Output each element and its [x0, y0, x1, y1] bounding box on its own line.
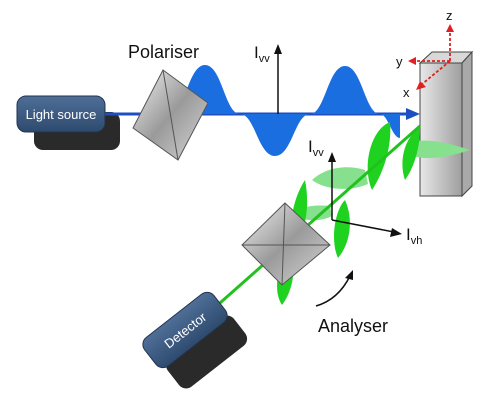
sample-cuvette — [418, 50, 474, 198]
ivv-top-arrowhead — [274, 44, 282, 54]
ivh-label: Ivh — [406, 225, 422, 247]
detector: Detector — [142, 291, 248, 389]
light-source-label: Light source — [26, 107, 97, 122]
axis-y-label: y — [396, 54, 403, 69]
axis-z-arrow — [446, 24, 454, 32]
emitted-beam — [211, 124, 421, 312]
analyser-rotation-arrowhead — [345, 270, 353, 280]
detector-box — [142, 291, 228, 369]
lab-axes: z y x — [396, 8, 454, 100]
cuvette-side — [461, 50, 473, 198]
axis-x-arrow — [416, 81, 426, 90]
analyser-diagonal-1 — [281, 202, 286, 286]
polariser-label: Polariser — [128, 42, 199, 62]
polariser — [132, 69, 209, 161]
ivv-top-label: Ivv — [254, 43, 270, 65]
emitted-wave-horizontal — [290, 140, 470, 221]
incident-wave — [170, 65, 400, 156]
ivh-arrowhead — [390, 228, 402, 237]
analyser-label: Analyser — [318, 316, 388, 336]
analyser — [241, 202, 331, 286]
ivv-right-label: Ivv — [308, 137, 324, 159]
emitted-wave-vertical — [277, 122, 420, 305]
polariser-diagonal — [162, 69, 179, 161]
axis-x-line — [420, 60, 451, 86]
light-source: Light source — [16, 95, 120, 150]
axis-x-label: x — [403, 85, 410, 100]
incident-beam-arrowhead — [406, 108, 420, 120]
detector-shadow — [165, 315, 248, 389]
analyser-rotation-arrow — [315, 275, 351, 307]
axis-y-arrow — [408, 57, 416, 65]
ivh-axis — [331, 219, 395, 233]
cuvette-front — [419, 62, 463, 197]
ivv-right-arrowhead — [328, 152, 336, 162]
axis-z-label: z — [446, 8, 453, 23]
